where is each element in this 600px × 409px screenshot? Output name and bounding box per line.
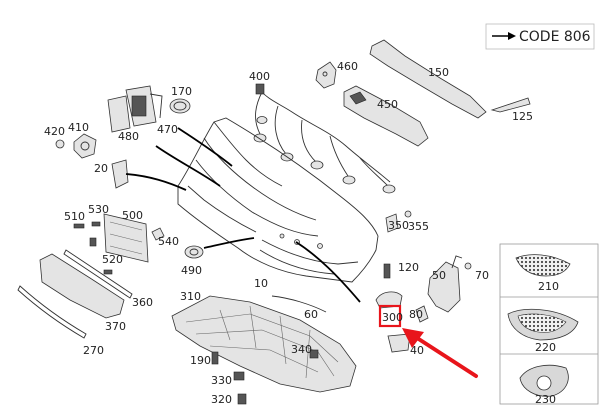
part-350-355-bracket bbox=[385, 210, 412, 233]
label-50: 50 bbox=[432, 269, 446, 282]
label-460: 460 bbox=[337, 60, 358, 73]
label-355: 355 bbox=[408, 220, 429, 233]
part-230-fog-lamp-bezel bbox=[519, 364, 569, 397]
label-10: 10 bbox=[254, 277, 268, 290]
label-370: 370 bbox=[105, 320, 126, 333]
label-410: 410 bbox=[68, 121, 89, 134]
label-350: 350 bbox=[388, 219, 409, 232]
arrow-right-icon bbox=[508, 32, 516, 40]
label-540: 540 bbox=[158, 235, 179, 248]
part-540 bbox=[151, 227, 165, 241]
part-220-fog-lamp-trim bbox=[507, 309, 579, 341]
label-170: 170 bbox=[171, 85, 192, 98]
label-400: 400 bbox=[249, 70, 270, 83]
label-70: 70 bbox=[475, 269, 489, 282]
label-470: 470 bbox=[157, 123, 178, 136]
part-60-cable bbox=[271, 295, 327, 313]
part-190-330-320-340-fasteners bbox=[211, 349, 319, 405]
label-220: 220 bbox=[535, 341, 556, 354]
part-170-emblem bbox=[169, 98, 191, 114]
label-520: 520 bbox=[102, 253, 123, 266]
label-320: 320 bbox=[211, 393, 232, 406]
leader-lines bbox=[125, 127, 361, 303]
label-120: 120 bbox=[398, 261, 419, 274]
part-150-grille-trim bbox=[369, 39, 487, 119]
label-490: 490 bbox=[181, 264, 202, 277]
label-230: 230 bbox=[535, 393, 556, 406]
detail-panels bbox=[499, 243, 599, 405]
part-10-bumper-cover bbox=[177, 117, 379, 283]
part-50-70-side-bracket bbox=[427, 255, 472, 313]
label-40: 40 bbox=[410, 344, 424, 357]
label-420: 420 bbox=[44, 125, 65, 138]
part-460-bracket bbox=[315, 61, 337, 89]
part-210-side-grille bbox=[515, 254, 571, 277]
label-150: 150 bbox=[428, 66, 449, 79]
label-190: 190 bbox=[190, 354, 211, 367]
label-530: 530 bbox=[88, 203, 109, 216]
label-360: 360 bbox=[132, 296, 153, 309]
part-125-trim bbox=[490, 97, 531, 113]
part-510-530-520-fasteners bbox=[73, 221, 113, 275]
part-500-license-plate-bracket bbox=[103, 213, 149, 263]
part-40-clip bbox=[387, 333, 411, 353]
part-300-underbody-panel bbox=[171, 295, 357, 393]
part-110-cap bbox=[375, 291, 403, 309]
part-490-sensor bbox=[184, 245, 204, 259]
label-20: 20 bbox=[94, 162, 108, 175]
part-20-bracket bbox=[111, 159, 129, 189]
part-270-chrome-strip bbox=[17, 285, 87, 339]
label-270: 270 bbox=[83, 344, 104, 357]
part-labels: 400 460 150 450 125 170 470 480 410 420 … bbox=[44, 60, 559, 406]
label-60: 60 bbox=[304, 308, 318, 321]
part-360-trim bbox=[63, 249, 133, 299]
label-500: 500 bbox=[122, 209, 143, 222]
label-80: 80 bbox=[409, 308, 423, 321]
part-370-lower-grille bbox=[39, 253, 125, 319]
part-450-grille-insert bbox=[343, 85, 429, 147]
label-480: 480 bbox=[118, 130, 139, 143]
label-300: 300 bbox=[382, 311, 403, 324]
part-80-clip bbox=[415, 305, 429, 323]
label-510: 510 bbox=[64, 210, 85, 223]
label-450: 450 bbox=[377, 98, 398, 111]
part-410-420-sensors bbox=[55, 133, 97, 159]
label-310: 310 bbox=[180, 290, 201, 303]
code-806-text: CODE 806 bbox=[519, 29, 591, 45]
red-arrow-icon bbox=[402, 328, 424, 348]
label-340: 340 bbox=[291, 343, 312, 356]
label-330: 330 bbox=[211, 374, 232, 387]
part-480-sensor-bracket bbox=[107, 85, 163, 133]
label-210: 210 bbox=[538, 280, 559, 293]
code-806-box: CODE 806 bbox=[485, 23, 595, 50]
highlight-part-300 bbox=[378, 304, 478, 378]
part-120-bolt bbox=[383, 263, 391, 279]
label-125: 125 bbox=[512, 110, 533, 123]
